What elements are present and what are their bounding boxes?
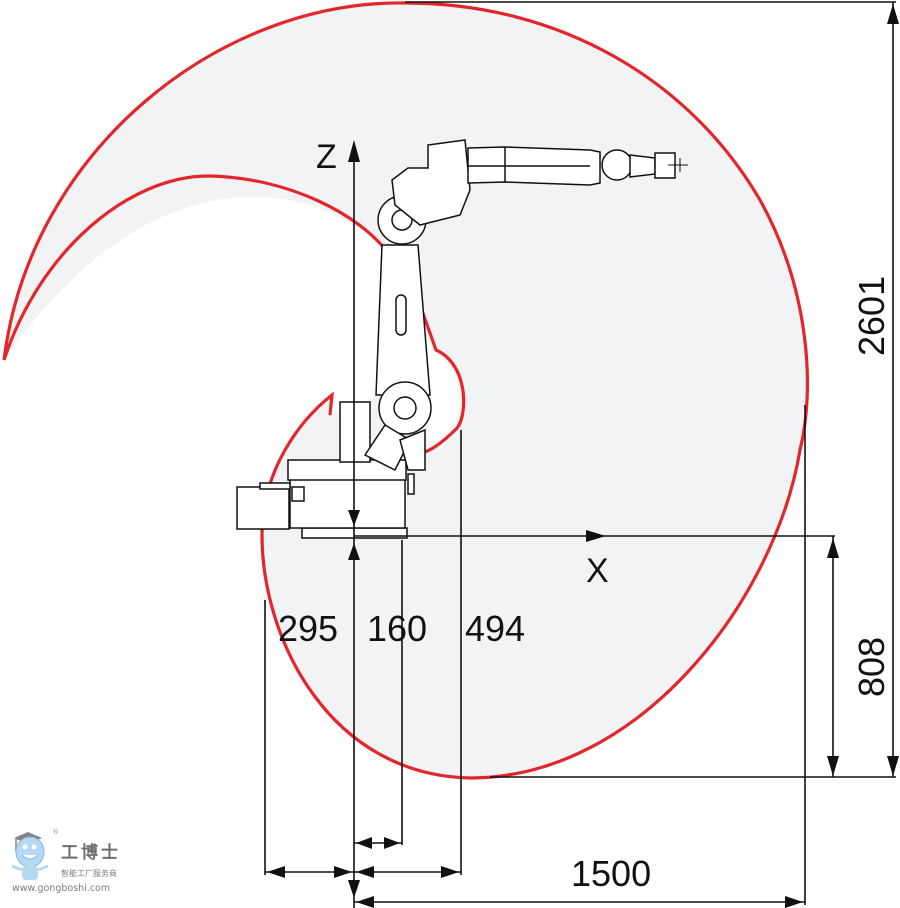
arrowhead — [384, 837, 400, 849]
mascot-icon — [11, 832, 49, 880]
working-envelope — [2, 1, 810, 780]
arrowhead — [887, 4, 899, 24]
arrowhead — [356, 837, 372, 849]
envelope-inner-bulge — [418, 304, 466, 454]
robot-lower-arm-slot — [395, 294, 407, 336]
envelope-outer-boundary — [2, 1, 810, 780]
z-axis-label: Z — [316, 138, 337, 176]
robot-wrist-neck — [629, 154, 656, 178]
envelope-inner-arc — [2, 174, 390, 361]
z-axis-arrowhead — [348, 140, 360, 162]
robot-turret — [339, 401, 371, 463]
envelope-lower-boundary — [260, 391, 471, 780]
dimension-arrowheads — [267, 4, 899, 908]
origin-arrow-up — [348, 543, 360, 560]
watermark-brand: 工博士 — [61, 842, 121, 863]
origin-arrow-down — [348, 510, 360, 526]
arrowhead — [887, 756, 899, 776]
robot-rear-motor — [236, 486, 290, 530]
arrowhead — [348, 880, 360, 898]
dim-label-1500: 1500 — [571, 853, 651, 894]
arrowhead — [827, 756, 839, 776]
x-axis-arrowhead — [586, 530, 606, 542]
robot-shoulder-hub — [393, 396, 417, 420]
robot-rear-connector — [291, 486, 305, 502]
robot-cable-stub — [407, 473, 415, 495]
watermark-url: www.gongboshi.com — [12, 883, 110, 894]
arrowhead — [356, 866, 374, 878]
arrowhead — [785, 896, 803, 908]
arrowhead — [441, 866, 459, 878]
dim-label-808: 808 — [851, 637, 892, 697]
x-axis-label: X — [586, 552, 609, 590]
robot-rear-motor-cap — [259, 482, 291, 490]
registered-mark: ® — [52, 828, 59, 836]
robot-base-body — [289, 477, 406, 529]
envelope-fill — [4, 2, 808, 778]
robot-shoulder-gear — [399, 428, 426, 471]
arrowhead — [334, 866, 352, 878]
robot-wrist-joint — [601, 149, 633, 181]
arrowhead — [827, 538, 839, 558]
dim-label-295: 295 — [278, 608, 338, 649]
watermark-slogan: 智能工厂服务商 — [61, 868, 117, 878]
arrowhead — [267, 866, 285, 878]
coordinate-axes — [348, 140, 835, 908]
arrowhead — [356, 896, 374, 908]
dim-label-160: 160 — [367, 608, 427, 649]
dim-label-494: 494 — [465, 608, 525, 649]
dim-label-2601: 2601 — [851, 276, 892, 356]
watermark: ® 工博士 智能工厂服务商 www.gongboshi.com — [11, 828, 121, 894]
